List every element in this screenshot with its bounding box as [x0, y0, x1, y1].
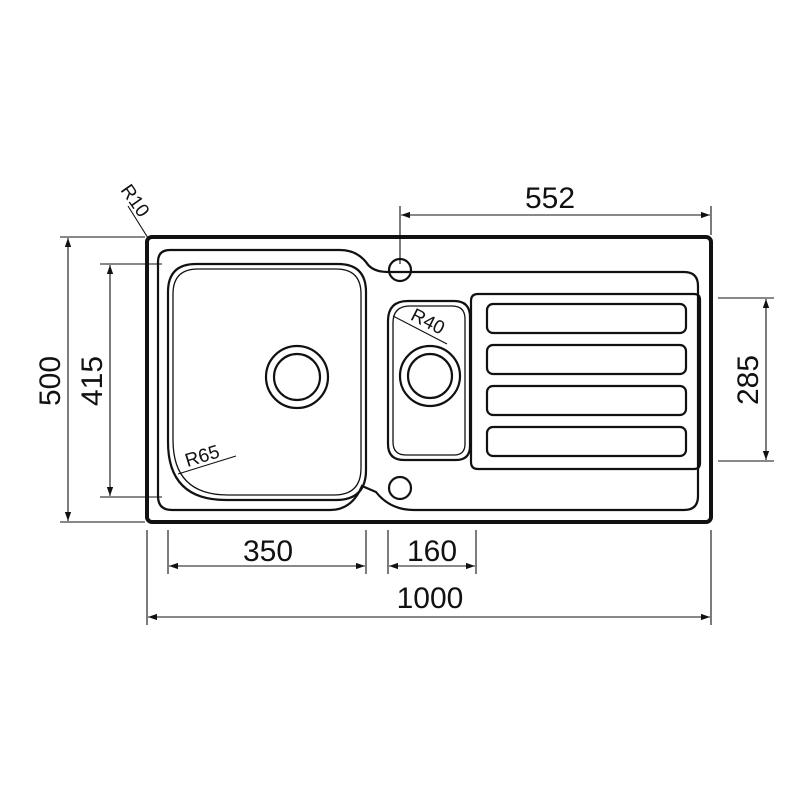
dimension-label-500: 500 [34, 356, 67, 406]
dimension-label-1000: 1000 [397, 582, 464, 615]
drainer-board-outline [469, 292, 702, 471]
dimension-label-552: 552 [525, 182, 575, 215]
tap-hole-bottom [387, 475, 413, 501]
radius-r10: R10 [116, 181, 153, 239]
small-bowl-outline [386, 299, 472, 462]
radius-label-r10: R10 [116, 181, 153, 222]
radius-label-r65: R65 [183, 442, 222, 472]
small-bowl-drain-outer [398, 344, 462, 408]
dimension-1000: 1000 [146, 530, 712, 625]
main-bowl-drain-inner [272, 352, 322, 402]
radius-r40: R40 [392, 305, 448, 345]
sink-outer-edge [145, 235, 713, 524]
radius-r65: R65 [177, 442, 237, 475]
drainer-groove [485, 425, 688, 458]
sink-inner-rim [156, 248, 700, 512]
sink-body [145, 235, 713, 524]
drainer-groove [485, 384, 688, 417]
main-bowl-outline [166, 262, 368, 502]
drainer-groove [485, 302, 688, 335]
dimension-285: 285 [718, 297, 774, 462]
dimension-label-415: 415 [76, 356, 109, 406]
dimension-label-285: 285 [732, 355, 765, 405]
main-bowl [166, 262, 368, 502]
dimension-500: 500 [34, 236, 145, 523]
main-bowl-inner-outline [172, 268, 362, 496]
dimension-label-160: 160 [407, 535, 457, 568]
dimension-415: 415 [76, 263, 162, 498]
small-bowl-drain-inner [406, 352, 454, 400]
dimension-552: 552 [399, 182, 712, 264]
drainer-board [469, 292, 702, 471]
drainer-groove [485, 343, 688, 376]
dimension-350: 350 [167, 530, 367, 574]
dimension-label-350: 350 [243, 535, 293, 568]
dimension-160: 160 [387, 530, 477, 574]
main-bowl-drain-outer [264, 344, 330, 410]
